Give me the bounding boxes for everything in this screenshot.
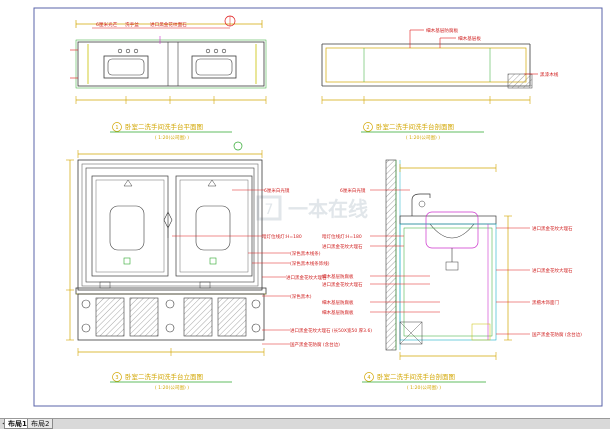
v3-callout-1: 暗灯位线灯:H=180 — [262, 233, 302, 240]
v3-title: 卧室二洗手间洗手台立面图 — [125, 372, 203, 381]
v3-number: 3 — [115, 375, 118, 381]
v4-callout-0: 6厘米白光镜 — [340, 187, 366, 194]
v3-scale: ( 1:20(公司图) ) — [155, 385, 189, 391]
v2-callout-0: 细木基层防腐板 — [426, 27, 459, 34]
v4-callout-1: 暗灯位线灯:H=180 — [322, 233, 362, 240]
v4-callout-5: 细木基层防腐板 — [322, 299, 354, 306]
cad-drawing-canvas: 7 一本在线 6厘米光芒 洗手盆 进口黑金花纹面石 — [33, 7, 603, 407]
view-3-elevation: 6厘米白光镜 暗灯位线灯:H=180 (深色黑木线条) (深色黑木线条饰线) 进… — [66, 141, 372, 391]
tab-layout-2-label: 布局2 — [31, 420, 50, 428]
watermark: 7 一本在线 — [256, 195, 368, 221]
tab-layout-2[interactable]: 布局2 — [27, 419, 54, 429]
v4-callout-3: 细木基层防腐板 — [322, 273, 354, 280]
v3-callout-2: (深色黑木线条) — [290, 250, 321, 257]
v2-scale: ( 1:20(公司图) ) — [406, 135, 440, 141]
v1-title: 卧室二洗手间洗手台平面图 — [125, 122, 203, 131]
v1-number: 1 — [115, 125, 118, 131]
v3-callout-5: (深色黑木) — [290, 293, 312, 300]
watermark-sub: 7 — [265, 202, 274, 218]
v2-number: 2 — [366, 125, 369, 131]
v1-scale: ( 1:20(公司图) ) — [155, 135, 189, 141]
v4-callout-10: 国产黑金花防腐 (含台边) — [532, 331, 582, 338]
v2-title: 卧室二洗手间洗手台剖面图 — [376, 122, 454, 131]
watermark-text: 一本在线 — [288, 197, 368, 221]
v2-callout-1: 细木基层板 — [458, 35, 481, 42]
v4-callout-6: 细木基层防腐板 — [322, 309, 354, 316]
view-4-section: 6厘米白光镜 暗灯位线灯:H=180 进口黑金花纹大理石 细木基层防腐板 进口黑… — [322, 159, 582, 391]
v4-callout-9: 黑檀木饰面门 — [532, 299, 559, 306]
v1-callout-0: 6厘米光芒 — [96, 21, 118, 28]
view-2-section: 细木基层防腐板 细木基层板 黑漆木线 2 卧室二洗手间洗手台剖面图 ( 1:20… — [321, 27, 559, 141]
v3-callout-6: 进口黑金花纹大理石 (长50X宽50 厚3.6) — [290, 327, 372, 334]
v3-callout-3: (深色黑木线条饰线) — [290, 260, 330, 267]
v1-callout-2: 进口黑金花纹面石 — [150, 21, 187, 28]
v3-callout-4: 进口黑金花纹大理石 — [286, 274, 327, 281]
v1-callout-1: 洗手盆 — [125, 21, 139, 28]
v4-callout-8: 进口黑金花纹大理石 — [532, 267, 573, 274]
v2-callout-2: 黑漆木线 — [540, 71, 559, 78]
drawing-sheet: 7 一本在线 6厘米光芒 洗手盆 进口黑金花纹面石 — [0, 0, 610, 418]
tab-layout-1-label: 布局1 — [8, 420, 27, 428]
v4-callout-7: 进口黑金花纹大理石 — [532, 225, 573, 232]
v4-title: 卧室二洗手间洗手台剖面图 — [377, 372, 455, 381]
v4-callout-2: 进口黑金花纹大理石 — [322, 243, 363, 250]
v4-callout-4: 进口黑金花纹大理石 — [322, 281, 363, 288]
view-1-plan: 6厘米光芒 洗手盆 进口黑金花纹面石 1 卧室二 — [70, 15, 267, 141]
v3-callout-7: 国产黑金花防腐 (含台边) — [290, 341, 340, 348]
layout-tab-bar: ◀ ◁ ▷ ▶ 布局1 布局2 — [0, 418, 610, 429]
v3-callout-0: 6厘米白光镜 — [264, 187, 290, 194]
v4-number: 4 — [367, 375, 370, 381]
drawing-frame — [33, 7, 603, 407]
v4-scale: ( 1:20(公司图) ) — [407, 385, 441, 391]
